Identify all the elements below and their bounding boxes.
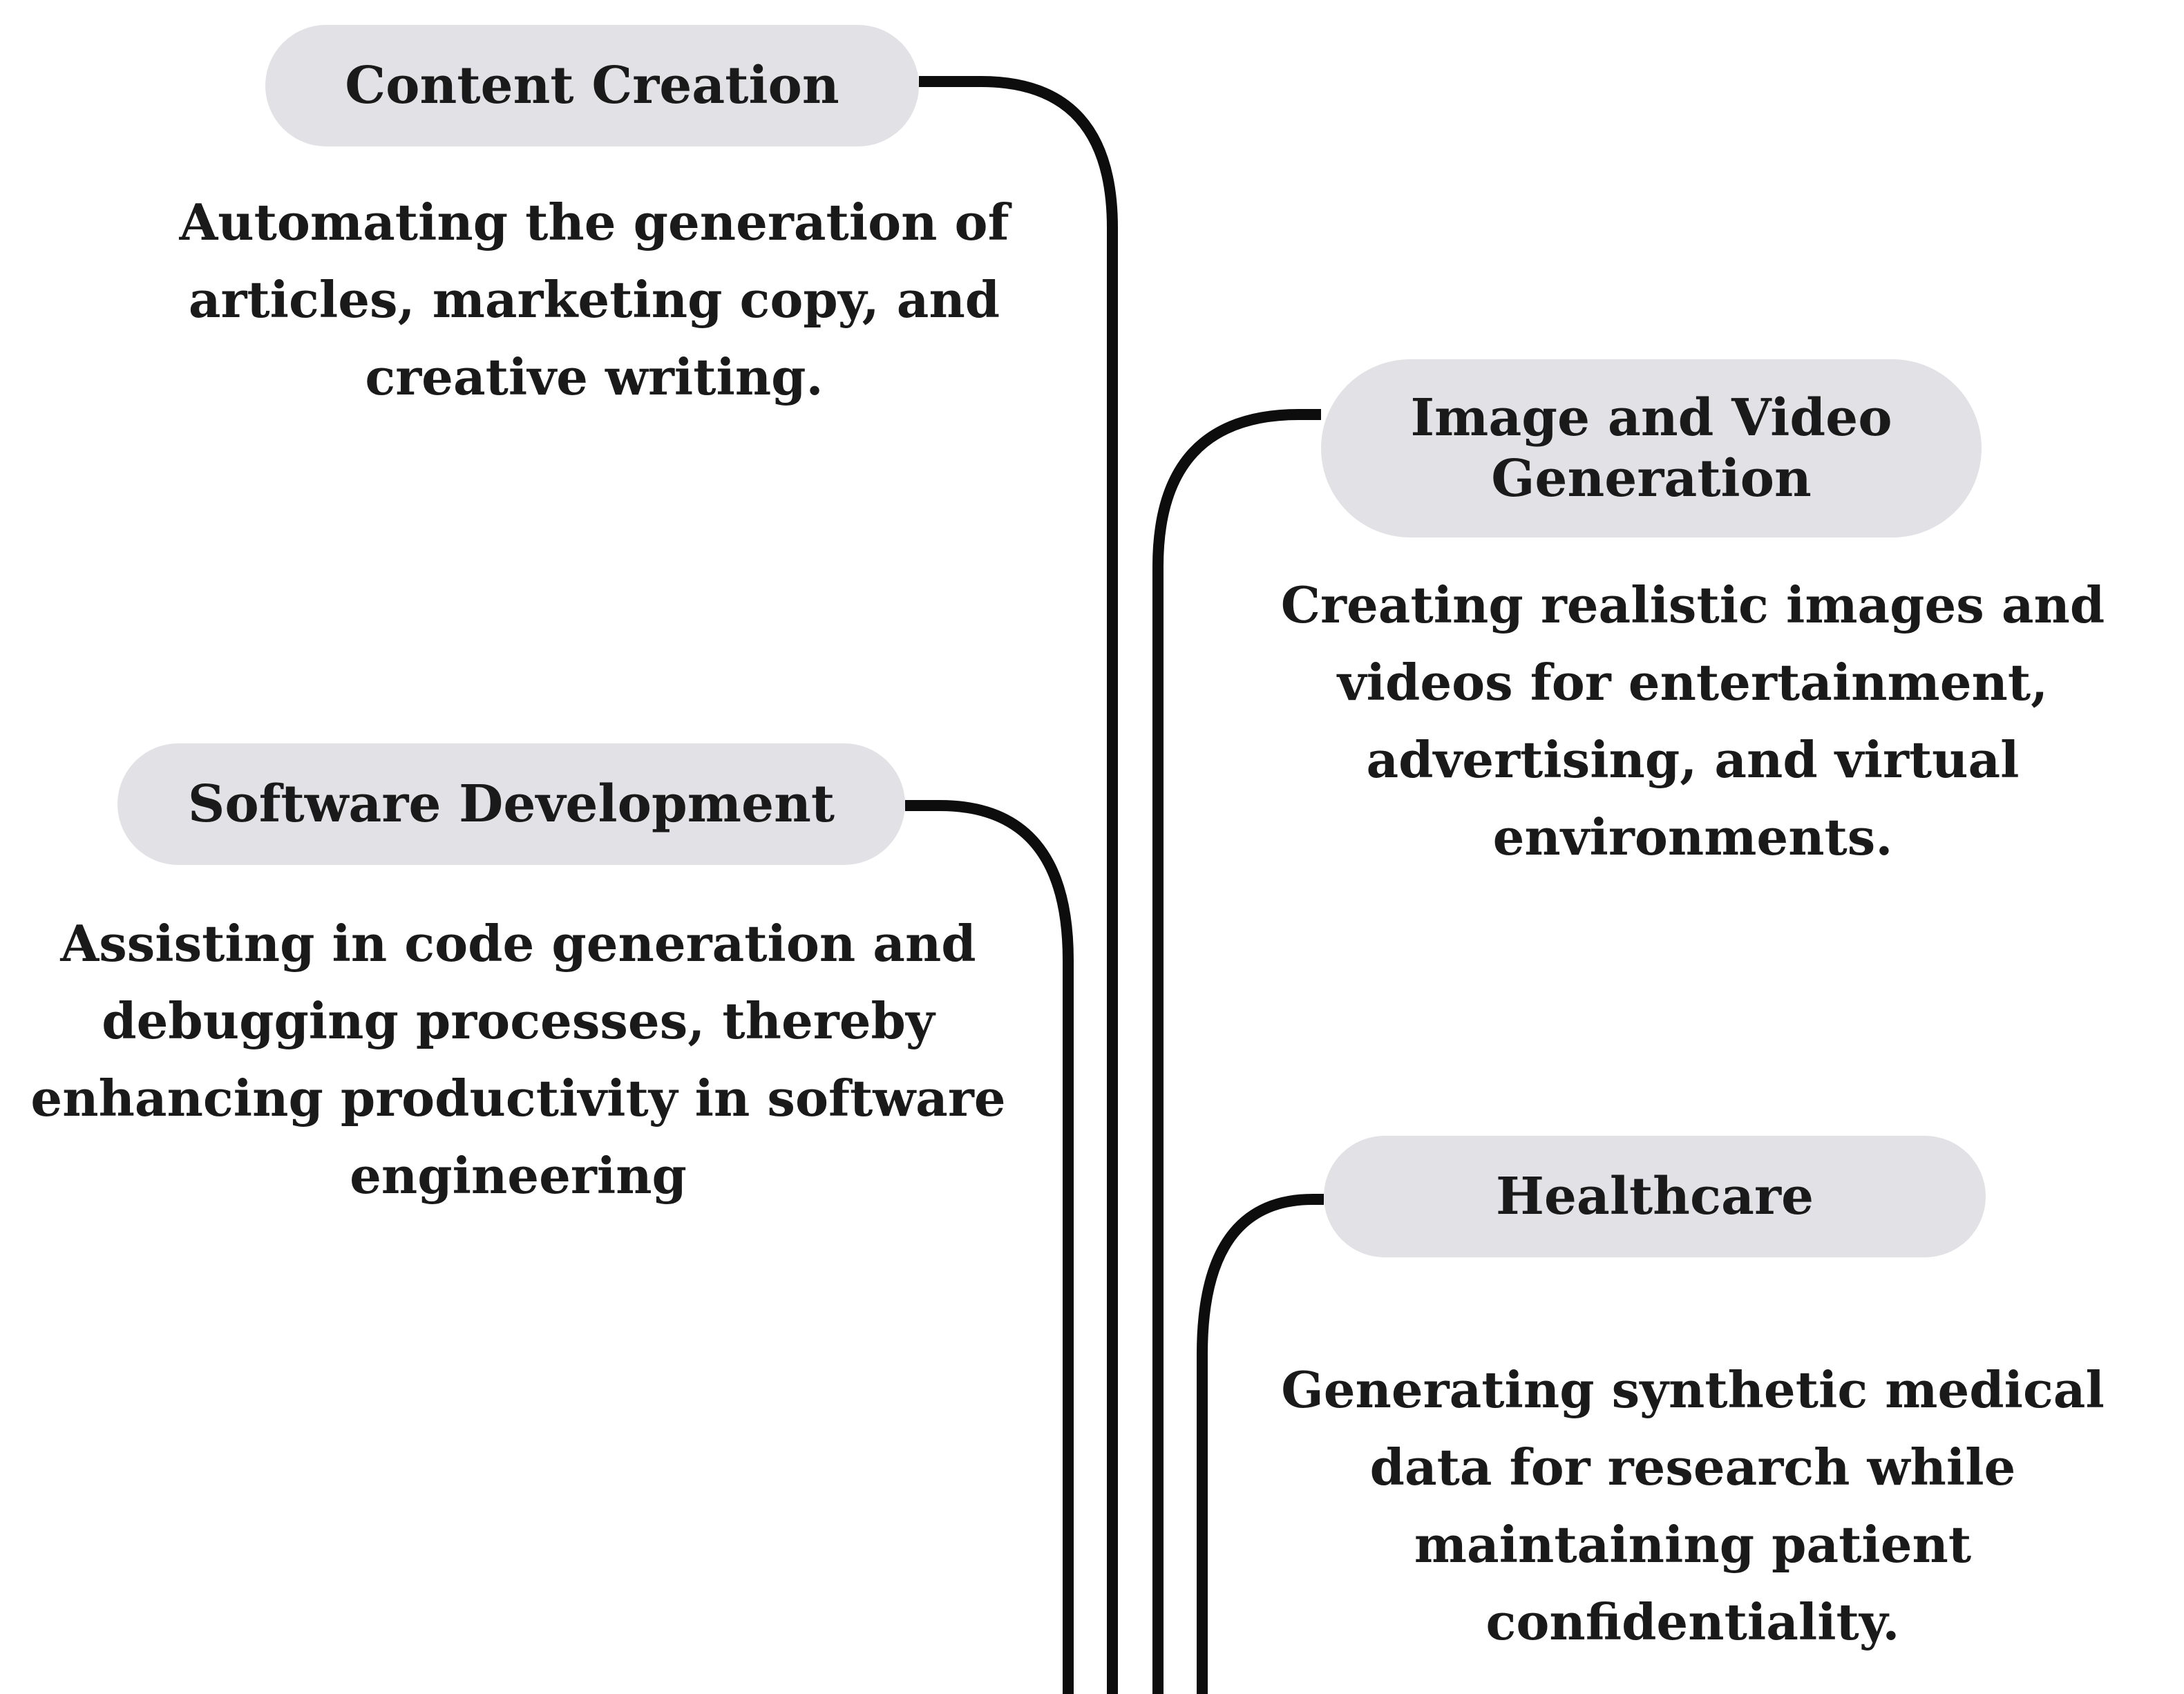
connector-content-creation xyxy=(919,76,1118,1694)
node-title-label: Software Development xyxy=(187,774,835,834)
node-title-label: Content Creation xyxy=(345,56,839,115)
connector-image-video xyxy=(1152,409,1321,1694)
node-healthcare-title: Healthcare xyxy=(1324,1136,1986,1257)
node-title-label: Image and Video Generation xyxy=(1410,388,1892,508)
connector-healthcare xyxy=(1197,1194,1324,1694)
node-software-development-title: Software Development xyxy=(117,743,905,865)
node-software-development-description: Assisting in code generation and debuggi… xyxy=(30,914,1006,1205)
connector-software-dev xyxy=(905,800,1074,1694)
node-content-creation-description: Automating the generation of articles, m… xyxy=(179,193,1009,406)
node-image-video-title: Image and Video Generation xyxy=(1321,359,1982,537)
node-title-label: Healthcare xyxy=(1495,1167,1814,1226)
node-content-creation-title: Content Creation xyxy=(265,25,919,146)
node-image-video-description: Creating realistic images and videos for… xyxy=(1280,575,2105,866)
node-healthcare-description: Generating synthetic medical data for re… xyxy=(1281,1360,2105,1651)
